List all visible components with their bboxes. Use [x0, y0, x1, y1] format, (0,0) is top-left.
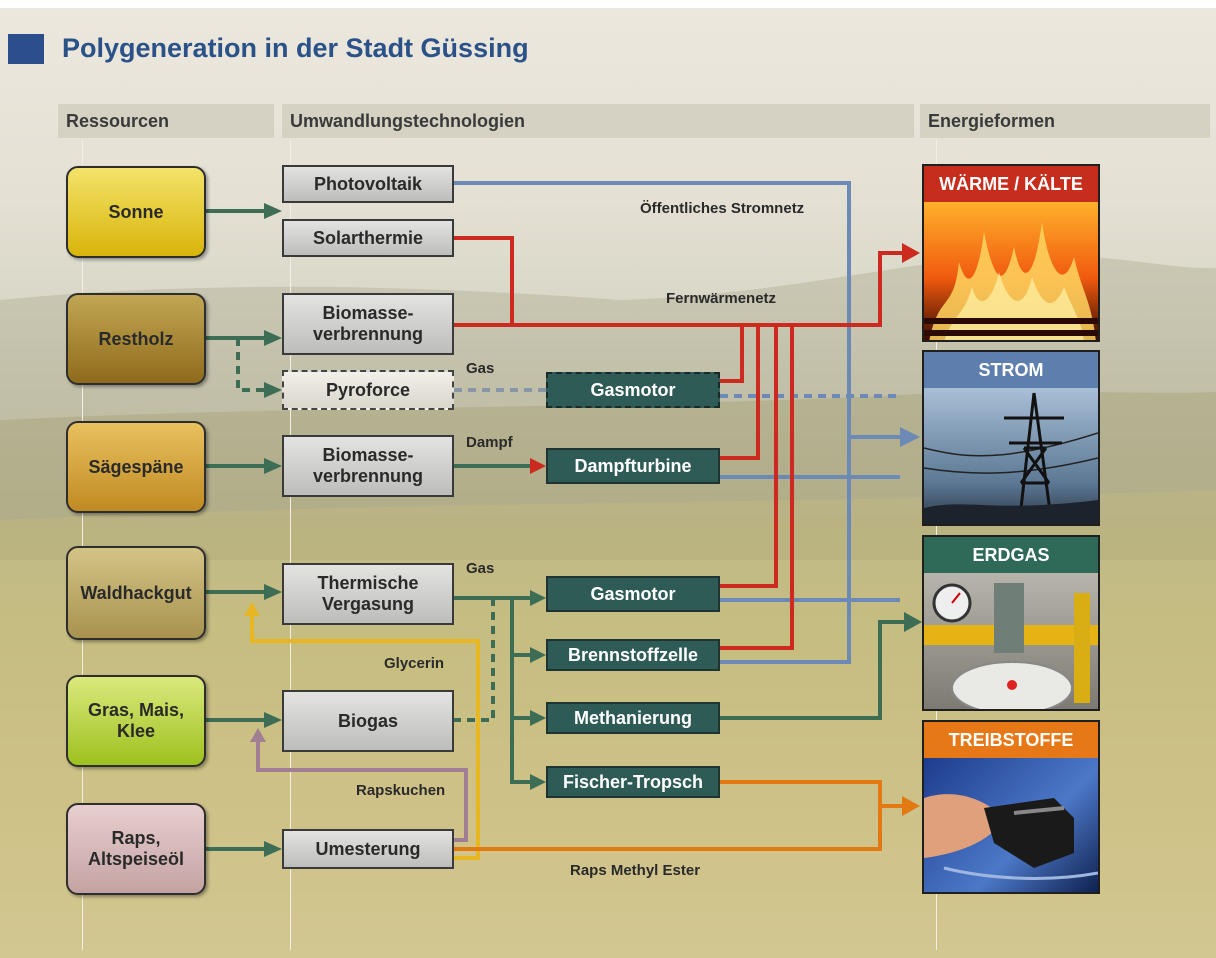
tech-pyroforce: Pyroforce — [282, 370, 454, 410]
label-gas-pyroforce: Gas — [466, 360, 495, 377]
label-stromnetz: Öffentliches Stromnetz — [640, 200, 805, 217]
electricity-flow-lines — [454, 181, 900, 664]
resource-raps-altspeiseoel: Raps, Altspeiseöl — [66, 803, 206, 895]
energy-strom-title: STROM — [924, 352, 1098, 388]
energy-waerme-kaelte: WÄRME / KÄLTE — [922, 164, 1100, 342]
label-dampf: Dampf — [466, 434, 513, 451]
column-guide — [82, 140, 83, 950]
fischer-tropsch-fuel-line — [720, 780, 882, 806]
energy-waerme-title: WÄRME / KÄLTE — [924, 166, 1098, 202]
energy-erdgas: ERDGAS — [922, 535, 1100, 711]
tech-thermische-vergasung: Thermische Vergasung — [282, 563, 454, 625]
resource-restholz: Restholz — [66, 293, 206, 385]
column-header-technologies: Umwandlungstechnologien — [282, 104, 914, 138]
process-dampfturbine: Dampfturbine — [546, 448, 720, 484]
column-guide — [290, 140, 291, 950]
tech-umesterung: Umesterung — [282, 829, 454, 869]
title-marker — [8, 34, 44, 64]
energy-treibstoffe-title: TREIBSTOFFE — [924, 722, 1098, 758]
tech-photovoltaik: Photovoltaik — [282, 165, 454, 203]
rapskuchen-flow-line — [256, 742, 468, 842]
resource-flow-lines — [206, 209, 906, 851]
column-header-energy-forms: Energieformen — [920, 104, 1210, 138]
energy-erdgas-title: ERDGAS — [924, 537, 1098, 573]
resource-saegespaene: Sägespäne — [66, 421, 206, 513]
label-glycerin: Glycerin — [384, 655, 445, 672]
process-gasmotor-pyroforce: Gasmotor — [546, 372, 720, 408]
glycerin-flow-line — [250, 616, 480, 860]
power-pylon-icon — [924, 388, 1098, 524]
diagram-title: Polygeneration in der Stadt Güssing — [62, 33, 529, 63]
process-gasmotor-vergasung: Gasmotor — [546, 576, 720, 612]
tech-solarthermie: Solarthermie — [282, 219, 454, 257]
flow-arrowheads — [244, 203, 922, 857]
flames-icon — [924, 202, 1098, 340]
process-fischer-tropsch: Fischer-Tropsch — [546, 766, 720, 798]
label-gas-vergasung: Gas — [466, 560, 495, 577]
label-rapskuchen: Rapskuchen — [356, 782, 446, 799]
resource-waldhackgut: Waldhackgut — [66, 546, 206, 640]
label-raps-methyl-ester: Raps Methyl Ester — [570, 862, 701, 879]
resource-gras-mais-klee: Gras, Mais, Klee — [66, 675, 206, 767]
heat-flow-lines — [454, 236, 902, 650]
energy-treibstoffe: TREIBSTOFFE — [922, 720, 1100, 894]
energy-strom: STROM — [922, 350, 1100, 526]
label-fernwaermenetz: Fernwärmenetz — [666, 290, 777, 307]
process-brennstoffzelle: Brennstoffzelle — [546, 639, 720, 671]
tech-biogas: Biogas — [282, 690, 454, 752]
process-methanierung: Methanierung — [546, 702, 720, 734]
rme-flow-line — [454, 804, 902, 851]
column-header-resources: Ressourcen — [58, 104, 274, 138]
gas-regulator-icon — [924, 573, 1098, 709]
resource-sonne: Sonne — [66, 166, 206, 258]
tech-biomasseverbrennung-restholz: Biomasse- verbrennung — [282, 293, 454, 355]
fuel-nozzle-icon — [924, 758, 1098, 892]
tech-biomasseverbrennung-saegespaene: Biomasse- verbrennung — [282, 435, 454, 497]
